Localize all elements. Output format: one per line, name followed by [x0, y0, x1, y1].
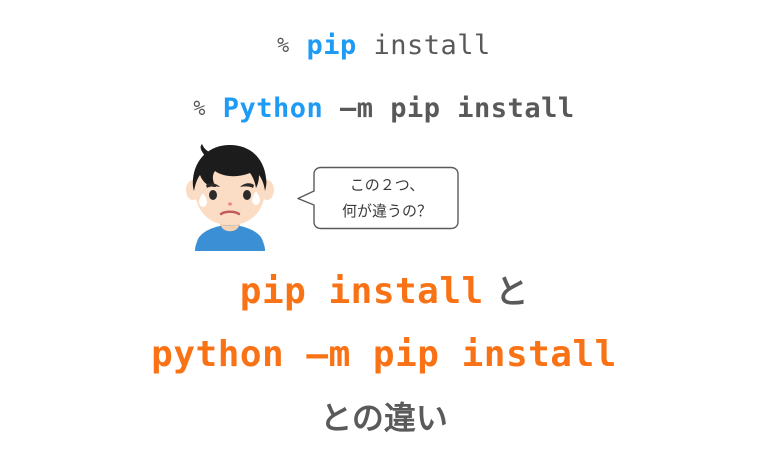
terminal-line-1: % pip install [0, 14, 768, 77]
shell-prompt-symbol-2: % [193, 96, 206, 120]
confused-man-illustration [176, 141, 284, 251]
terminal-line-1-space [290, 30, 307, 61]
terminal-line-2: % Python –m pip install [0, 77, 768, 140]
title-line-2: python –m pip install [0, 327, 768, 390]
terminal-line-1-rest: install [356, 30, 491, 61]
terminal-line-1-keyword: pip [306, 30, 357, 61]
title-line-3: との違い [0, 390, 768, 453]
terminal-line-2-keyword: Python [222, 93, 324, 124]
speech-bubble-text: この２つ、何が違うの？ [310, 172, 464, 224]
speech-bubble-line-1: この２つ、 [349, 176, 425, 194]
title-line-3-text: との違い [320, 399, 448, 437]
page-title: pip install と python –m pip install との違い [0, 264, 768, 453]
terminal-line-2-space [206, 93, 223, 124]
title-line-1-command: pip install [239, 271, 484, 312]
speech-bubble-line-2: 何が違うの？ [341, 202, 432, 220]
speech-bubble: この２つ、何が違うの？ [296, 166, 464, 230]
shell-prompt-symbol: % [277, 33, 290, 57]
terminal-command-block: % pip install % Python –m pip install [0, 14, 768, 140]
title-line-1: pip install と [0, 264, 768, 327]
title-line-2-command: python –m pip install [151, 334, 617, 375]
terminal-line-2-rest: –m pip install [323, 93, 575, 124]
title-line-1-conjunction: と [483, 272, 529, 311]
